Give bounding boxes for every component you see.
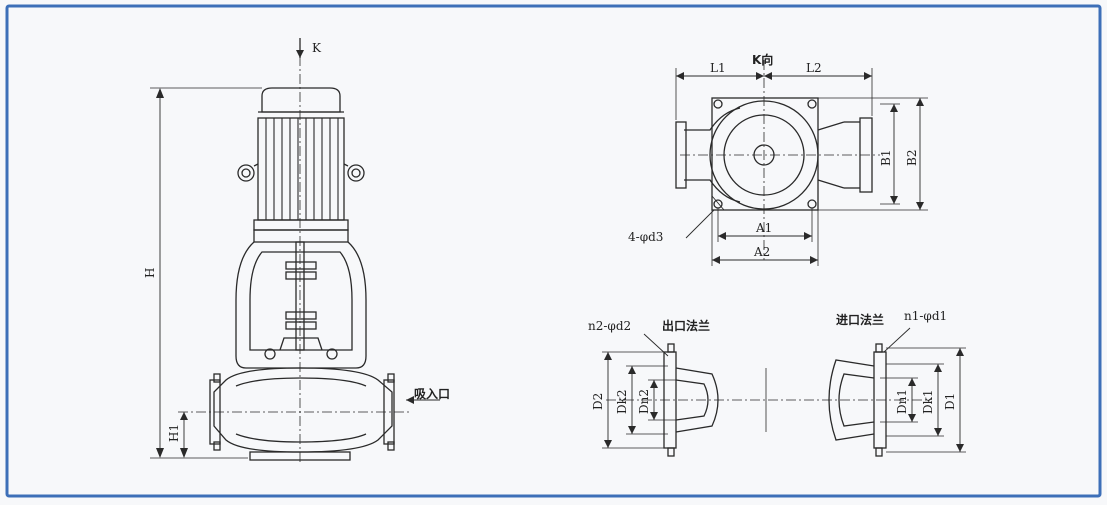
label-dn2: Dn2 <box>637 389 651 414</box>
label-outlet-flange: 出口法兰 <box>662 318 710 333</box>
label-dk1: Dk1 <box>921 389 935 414</box>
label-k-view: K向 <box>752 52 773 67</box>
label-a2: A2 <box>753 245 770 259</box>
pump-elevation-view <box>150 38 440 462</box>
label-h1: H1 <box>167 424 181 442</box>
label-b2: B2 <box>905 150 919 166</box>
label-inlet-holes: n1-φd1 <box>904 309 947 323</box>
label-outlet-holes: n2-φd2 <box>588 319 631 333</box>
label-suction-inlet: 吸入口 <box>414 387 450 401</box>
label-h: H <box>143 268 157 278</box>
k-view-top-plan <box>675 60 928 266</box>
label-bolt-holes: 4-φd3 <box>628 230 663 244</box>
label-k: K <box>312 41 322 55</box>
label-a1: A1 <box>755 221 772 235</box>
flange-details <box>602 327 966 457</box>
label-d1: D1 <box>943 393 957 410</box>
label-inlet-flange: 进口法兰 <box>836 312 884 327</box>
label-d2: D2 <box>591 393 605 410</box>
label-l1: L1 <box>710 61 726 75</box>
label-dn1: Dn1 <box>895 389 909 414</box>
label-dk2: Dk2 <box>615 389 629 414</box>
frame-border <box>5 4 1102 498</box>
label-l2: L2 <box>806 61 822 75</box>
label-b1: B1 <box>879 150 893 166</box>
